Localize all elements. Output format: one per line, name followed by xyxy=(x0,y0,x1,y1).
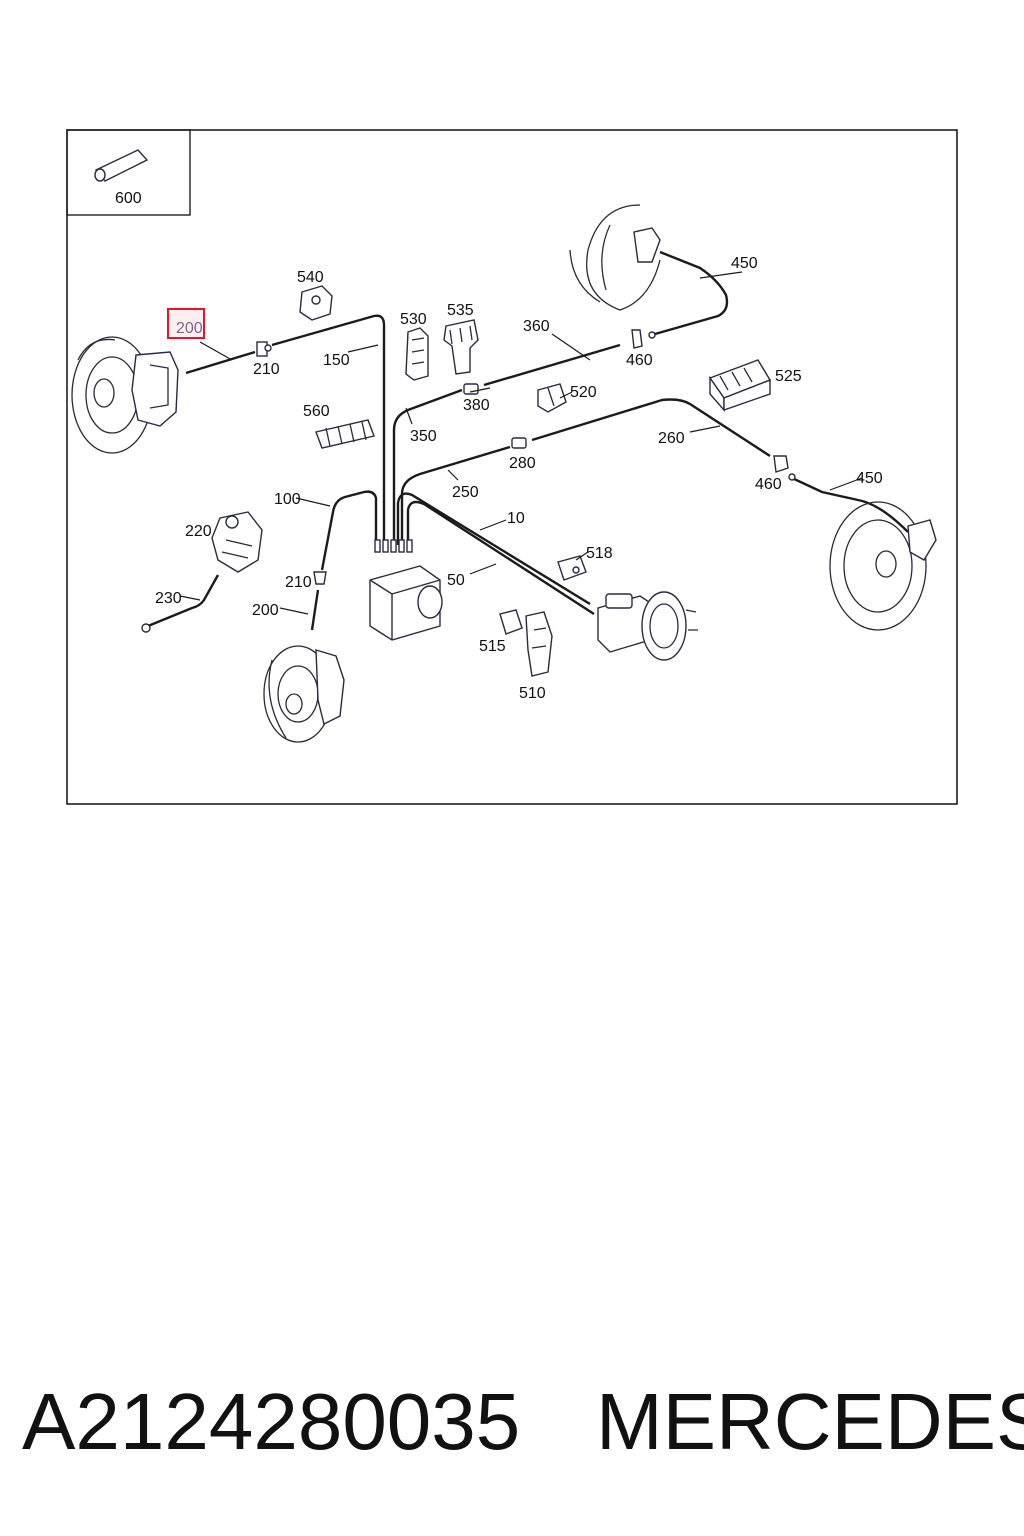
hose-230-end xyxy=(141,623,151,633)
callout-260: 260 xyxy=(658,430,685,447)
part-number: A2124280035 xyxy=(22,1377,521,1466)
master-cylinder-booster xyxy=(597,591,698,661)
clip-535 xyxy=(443,319,479,375)
diagram-frame xyxy=(66,129,958,805)
callout-518: 518 xyxy=(586,545,613,562)
connector-380 xyxy=(463,383,479,395)
holder-510 xyxy=(525,611,553,677)
inset-sleeve-part xyxy=(94,149,149,182)
callout-460-top: 460 xyxy=(626,352,653,369)
brake-lines xyxy=(147,250,909,631)
clip-560 xyxy=(315,419,375,449)
callout-230: 230 xyxy=(155,590,182,607)
callout-250: 250 xyxy=(452,484,479,501)
brake-line-diagram: 600 xyxy=(66,129,958,805)
callout-280: 280 xyxy=(509,455,536,472)
callout-520: 520 xyxy=(570,384,597,401)
callout-360: 360 xyxy=(523,318,550,335)
clip-530 xyxy=(405,327,429,381)
callout-560: 560 xyxy=(303,403,330,420)
callout-450-right: 450 xyxy=(856,470,883,487)
clip-518 xyxy=(557,555,587,581)
connector-280 xyxy=(511,437,527,449)
callout-350: 350 xyxy=(410,428,437,445)
bracket-540 xyxy=(299,285,333,321)
callout-220: 220 xyxy=(185,523,212,540)
front-left-brake-disc xyxy=(71,336,179,454)
brand-name: MERCEDES xyxy=(596,1377,1024,1466)
sensor-220 xyxy=(211,511,263,573)
callout-510: 510 xyxy=(519,685,546,702)
module-525 xyxy=(708,359,772,412)
inset-label: 600 xyxy=(115,190,142,207)
callout-200-top: 200 xyxy=(176,320,203,337)
callout-10: 10 xyxy=(507,510,525,527)
callout-515: 515 xyxy=(479,638,506,655)
leader-lines xyxy=(179,271,863,615)
inset-box xyxy=(66,129,191,216)
fitting-460-top xyxy=(631,329,656,349)
callout-100: 100 xyxy=(274,491,301,508)
fitting-460-right xyxy=(773,455,796,481)
callout-labels: 200 210 540 150 530 535 360 460 450 560 … xyxy=(155,255,883,702)
callout-380: 380 xyxy=(463,397,490,414)
bracket-515 xyxy=(499,609,523,635)
rear-upper-brake-disc xyxy=(569,204,661,311)
callout-530: 530 xyxy=(400,311,427,328)
callout-535: 535 xyxy=(447,302,474,319)
callout-210-top: 210 xyxy=(253,361,280,378)
callout-525: 525 xyxy=(775,368,802,385)
fitting-210-top xyxy=(256,341,272,357)
fitting-210-bottom xyxy=(313,571,327,585)
callout-50: 50 xyxy=(447,572,465,589)
footer: A2124280035 MERCEDES xyxy=(0,1372,1024,1472)
callout-210-bottom: 210 xyxy=(285,574,312,591)
front-lower-brake-disc xyxy=(263,645,345,743)
abs-hydraulic-unit xyxy=(369,539,443,641)
callout-450-top: 450 xyxy=(731,255,758,272)
callout-460-right: 460 xyxy=(755,476,782,493)
highlight-box xyxy=(167,308,205,339)
callout-200-bottom: 200 xyxy=(252,602,279,619)
callout-540: 540 xyxy=(297,269,324,286)
clip-520 xyxy=(537,383,567,413)
callout-150: 150 xyxy=(323,352,350,369)
rear-right-brake-disc xyxy=(829,501,937,631)
